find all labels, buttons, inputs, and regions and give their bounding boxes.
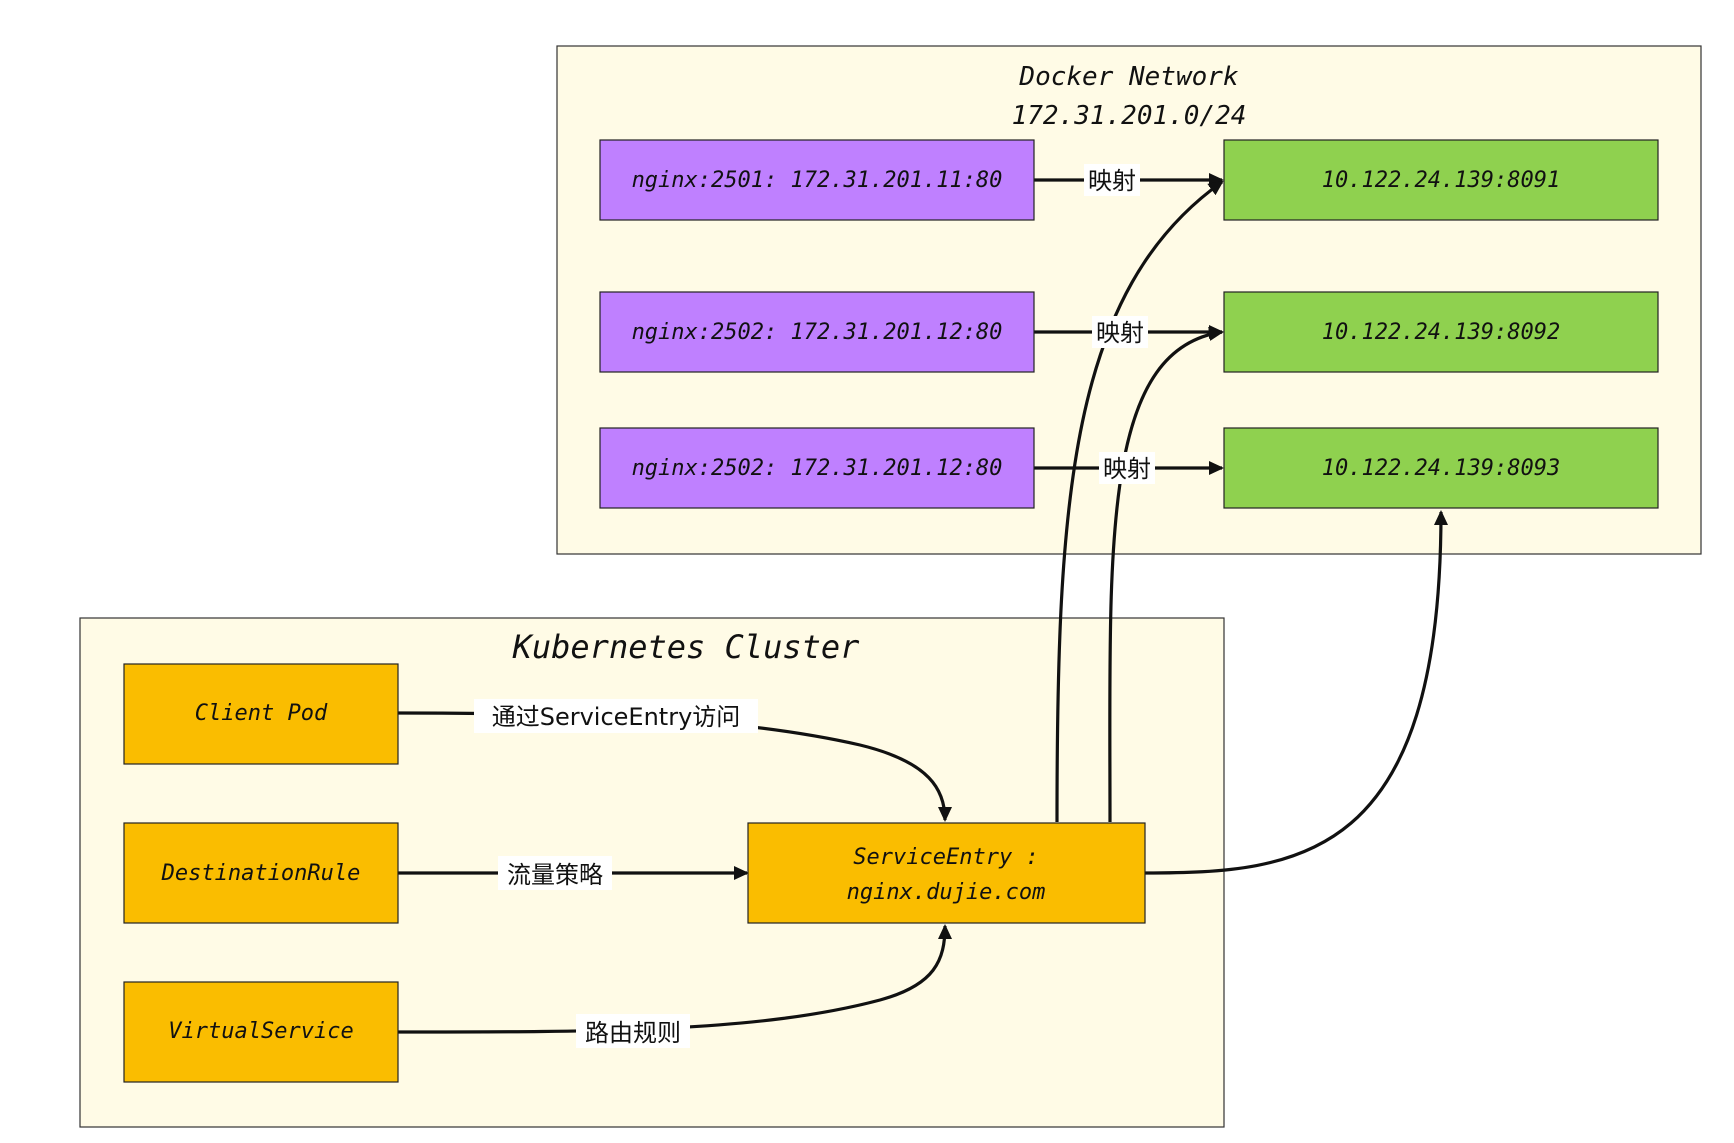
nginx-node-3[interactable]: nginx:2502: 172.31.201.12:80 — [599, 427, 1035, 509]
host-node-1-label: 10.122.24.139:8091 — [1322, 168, 1560, 193]
edge-label-map-1: 映射 — [1088, 167, 1136, 195]
virtual-service-node[interactable]: VirtualService — [123, 981, 399, 1083]
service-entry-label-line2: nginx.dujie.com — [847, 880, 1046, 905]
nginx-node-3-label: nginx:2502: 172.31.201.12:80 — [632, 456, 1003, 481]
service-entry-node[interactable]: ServiceEntry : nginx.dujie.com — [747, 822, 1146, 924]
client-pod-node[interactable]: Client Pod — [123, 663, 399, 765]
nginx-node-1[interactable]: nginx:2501: 172.31.201.11:80 — [599, 139, 1035, 221]
edge-label-map-3: 映射 — [1103, 455, 1151, 483]
service-entry-label-line1: ServiceEntry : — [853, 845, 1038, 870]
nginx-node-1-label: nginx:2501: 172.31.201.11:80 — [632, 168, 1003, 193]
edge-label-client: 通过ServiceEntry访问 — [492, 703, 741, 731]
edge-label-map-2: 映射 — [1096, 319, 1144, 347]
destination-rule-label: DestinationRule — [161, 861, 361, 886]
edges — [397, 173, 1448, 1034]
edge-se-to-host-1 — [1055, 180, 1224, 823]
edge-labels: 映射 映射 映射 通过ServiceEntry访问 流量策略 路由规则 — [474, 164, 1155, 1048]
host-node-2-label: 10.122.24.139:8092 — [1322, 320, 1560, 345]
virtual-service-label: VirtualService — [168, 1019, 353, 1044]
nginx-node-2-label: nginx:2502: 172.31.201.12:80 — [632, 320, 1003, 345]
host-node-3[interactable]: 10.122.24.139:8093 — [1223, 427, 1659, 509]
edge-label-vs: 路由规则 — [585, 1019, 681, 1047]
kubernetes-cluster-title: Kubernetes Cluster — [512, 628, 861, 666]
nginx-node-2[interactable]: nginx:2502: 172.31.201.12:80 — [599, 291, 1035, 373]
destination-rule-node[interactable]: DestinationRule — [123, 822, 399, 924]
host-node-3-label: 10.122.24.139:8093 — [1322, 456, 1560, 481]
edge-se-to-host-3 — [1144, 510, 1448, 875]
host-node-2[interactable]: 10.122.24.139:8092 — [1223, 291, 1659, 373]
edge-label-dr: 流量策略 — [507, 861, 603, 889]
docker-cluster-title: Docker Network — [1018, 62, 1238, 92]
client-pod-label: Client Pod — [195, 701, 328, 726]
host-node-1[interactable]: 10.122.24.139:8091 — [1223, 139, 1659, 221]
edge-vs-to-se — [397, 924, 952, 1034]
docker-cluster-subnet: 172.31.201.0/24 — [1012, 101, 1247, 131]
